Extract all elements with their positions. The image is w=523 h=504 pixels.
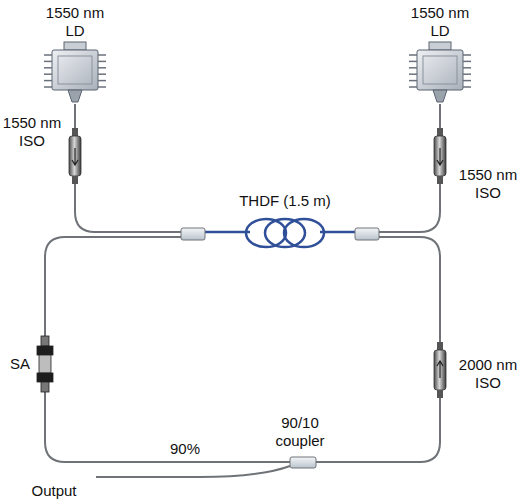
component-label: SA: [6, 355, 34, 373]
thdf-coil: [205, 219, 355, 247]
port-label: Output: [18, 482, 90, 500]
diode-pin: [409, 61, 417, 63]
diode-pin: [44, 54, 52, 56]
fiber: [45, 104, 440, 477]
diode-pin: [409, 86, 417, 88]
diode-pin: [44, 67, 52, 69]
laser-diode: [44, 42, 471, 102]
diode-pin: [44, 73, 52, 75]
component-label: 1550 nm ISO: [0, 114, 64, 150]
isolator: [69, 128, 446, 398]
diode-pin: [98, 61, 106, 63]
diode-pin: [409, 73, 417, 75]
diode-pin: [409, 80, 417, 82]
diode-pin: [463, 80, 471, 82]
diode-pin: [463, 86, 471, 88]
component-label: 2000 nm ISO: [456, 356, 520, 392]
diode-pin: [463, 61, 471, 63]
diode-pin: [44, 86, 52, 88]
port-label: 90%: [158, 440, 212, 458]
component-label: 1550 nm LD: [405, 4, 475, 40]
diode-pin: [98, 73, 106, 75]
diode-pin: [98, 54, 106, 56]
diode-pin: [98, 67, 106, 69]
diode-pin: [98, 86, 106, 88]
wdm-coupler: [355, 228, 379, 240]
diode-pin: [44, 61, 52, 63]
diode-pin: [98, 80, 106, 82]
component-label: 1550 nm ISO: [456, 166, 520, 202]
wdm-coupler: [181, 228, 205, 240]
output-coupler: [290, 457, 316, 468]
diode-pin: [409, 54, 417, 56]
component-label: 90/10 coupler: [268, 414, 332, 450]
fiber-label: THDF (1.5 m): [205, 192, 365, 210]
diode-pin: [463, 54, 471, 56]
component-label: 1550 nm LD: [40, 4, 110, 40]
diode-pin: [409, 67, 417, 69]
saturable-absorber: [37, 336, 53, 392]
diode-pin: [463, 73, 471, 75]
diode-pin: [463, 67, 471, 69]
diode-pin: [44, 80, 52, 82]
